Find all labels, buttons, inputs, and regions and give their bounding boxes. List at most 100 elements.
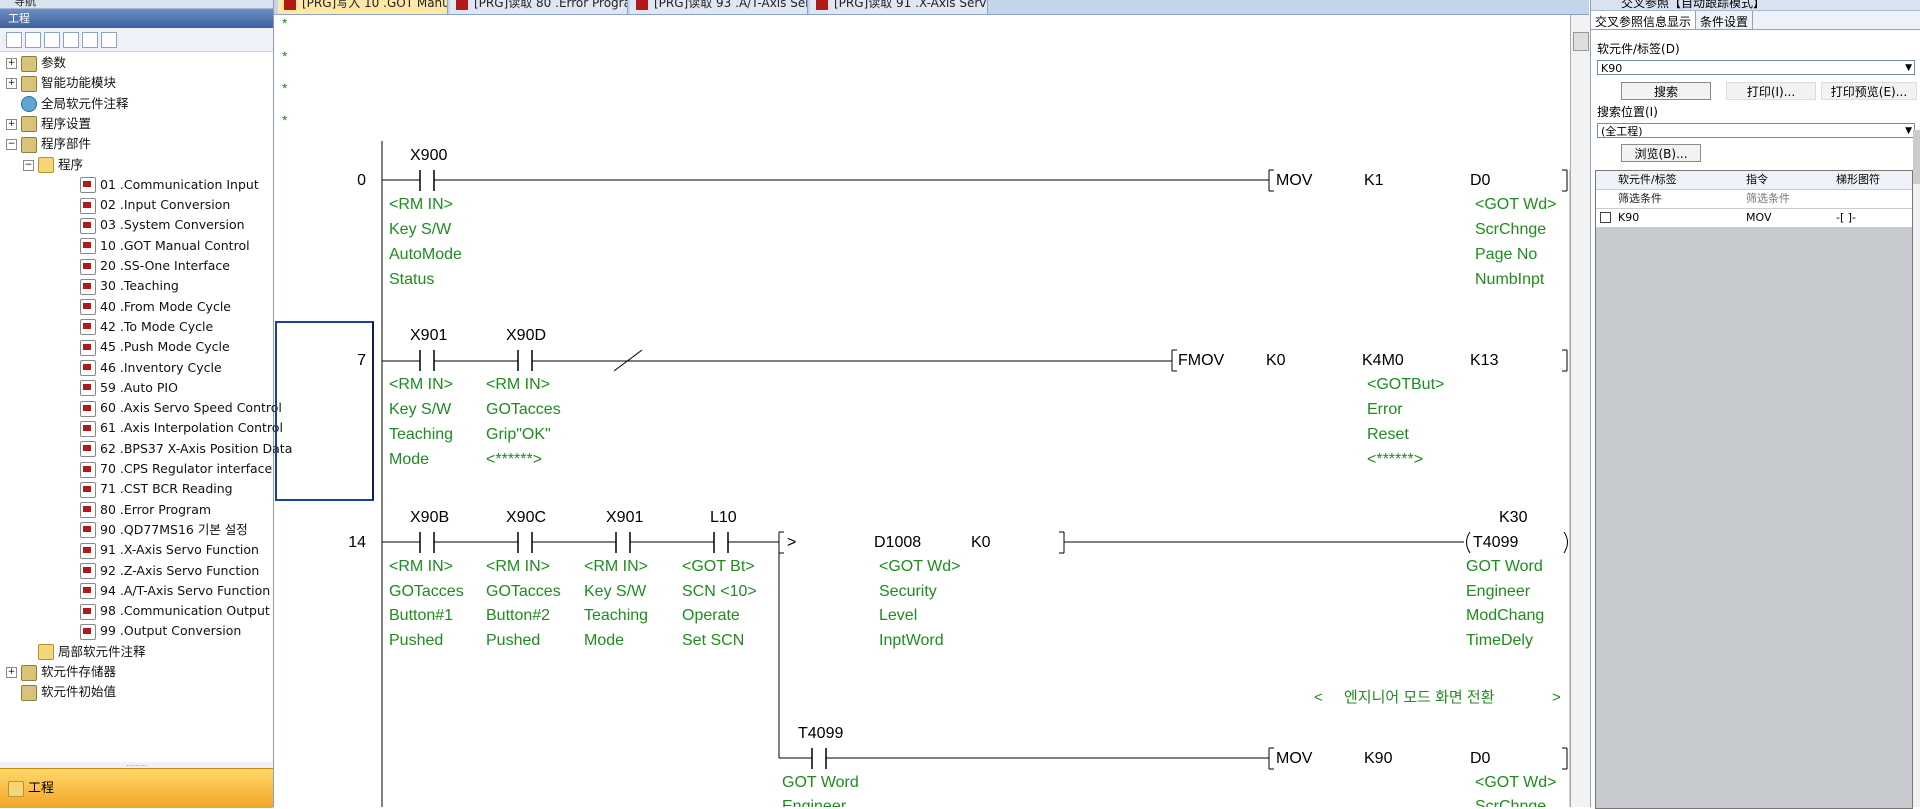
contact-device[interactable]: X90B xyxy=(410,509,449,526)
compare-operator[interactable]: > xyxy=(787,534,796,551)
column-header[interactable]: 指令 xyxy=(1746,173,1768,186)
contact-device[interactable]: X901 xyxy=(606,509,643,526)
tree-item[interactable]: 30 .Teaching xyxy=(40,276,179,296)
contact-device[interactable]: X901 xyxy=(410,327,447,344)
tree-item[interactable]: 61 .Axis Interpolation Control xyxy=(40,418,283,438)
contact-device[interactable]: X90D xyxy=(506,327,546,344)
tab-condition-settings[interactable]: 条件设置 xyxy=(1696,11,1754,29)
rung-14[interactable]: X90B X90C X901 L10 <RM IN> GOTacces Butt… xyxy=(382,509,1568,807)
cross-ref-scrollbar[interactable] xyxy=(1913,130,1920,807)
tree-item[interactable]: 全局软元件注释 xyxy=(6,94,129,114)
scope-combo[interactable]: (全工程)▼ xyxy=(1597,123,1915,138)
filter-row[interactable]: 筛选条件 筛选条件 xyxy=(1596,190,1912,209)
filter-cell[interactable]: 筛选条件 xyxy=(1746,192,1790,205)
view-options-icon[interactable] xyxy=(101,31,117,48)
print-preview-button[interactable]: 打印预览(E)... xyxy=(1821,82,1917,100)
tree-item[interactable]: +程序设置 xyxy=(6,114,91,134)
panel-resize-grip[interactable]: ......... xyxy=(0,761,273,768)
contact-device[interactable]: L10 xyxy=(710,509,737,526)
expand-icon[interactable]: + xyxy=(6,667,17,678)
tree-item[interactable]: 94 .A/T-Axis Servo Function xyxy=(40,581,270,601)
column-header[interactable]: 梯形图符 xyxy=(1836,173,1880,186)
scrollbar-thumb[interactable] xyxy=(1573,32,1589,51)
tree-item[interactable]: 70 .CPS Regulator interface xyxy=(40,459,272,479)
tree-item[interactable]: 42 .To Mode Cycle xyxy=(40,317,213,337)
expand-icon[interactable]: + xyxy=(6,118,17,130)
instruction-mov[interactable]: MOV xyxy=(1276,750,1313,767)
operand[interactable]: D1008 xyxy=(874,534,921,551)
tree-item[interactable]: −程序部件 xyxy=(6,134,91,154)
tree-item[interactable]: 45 .Push Mode Cycle xyxy=(40,337,230,357)
instruction-mov[interactable]: MOV xyxy=(1276,172,1313,189)
tree-item[interactable]: 02 .Input Conversion xyxy=(40,195,230,215)
coil-device[interactable]: T4099 xyxy=(1473,534,1518,551)
expand-icon[interactable]: + xyxy=(6,78,17,90)
device-combo[interactable]: K90▼ xyxy=(1597,60,1915,75)
contact-device[interactable]: X900 xyxy=(410,147,447,164)
tree-item[interactable]: 98 .Communication Output xyxy=(40,601,270,621)
scrollbar-thumb[interactable] xyxy=(1913,130,1920,184)
paste-icon[interactable] xyxy=(44,31,60,48)
tree-item[interactable]: 01 .Communication Input xyxy=(40,175,259,195)
tab-got-manual[interactable]: [PRG]写入 10 .GOT Manu... xyxy=(278,0,448,14)
operand[interactable]: K90 xyxy=(1364,750,1393,767)
tree-item[interactable]: 92 .Z-Axis Servo Function xyxy=(40,561,259,581)
contact-device[interactable]: X90C xyxy=(506,509,546,526)
tree-item[interactable]: −程序 xyxy=(23,155,83,175)
tree-item[interactable]: 46 .Inventory Cycle xyxy=(40,358,222,378)
cursor-selection[interactable] xyxy=(275,321,374,501)
contact-device[interactable]: T4099 xyxy=(798,725,843,742)
search-button[interactable]: 搜索 xyxy=(1621,82,1711,100)
new-item-icon[interactable] xyxy=(6,31,22,48)
refresh-icon[interactable] xyxy=(82,31,98,48)
cross-ref-table[interactable]: 软元件/标签 指令 梯形图符 筛选条件 筛选条件 K90 MOV -[ ]- xyxy=(1595,170,1913,809)
ladder-diagram[interactable]: * * * * 0 7 14 X900 <RM IN> Key S/W Auto… xyxy=(274,15,1570,807)
rung-7[interactable]: X901 X90D <RM IN> Key S/W Teaching Mode … xyxy=(382,327,1568,468)
timer-setvalue[interactable]: K30 xyxy=(1499,509,1528,526)
tree-item[interactable]: 03 .System Conversion xyxy=(40,215,245,235)
tree-item[interactable]: 71 .CST BCR Reading xyxy=(40,479,233,499)
tree-item[interactable]: 10 .GOT Manual Control xyxy=(40,236,250,256)
browse-button[interactable]: 浏览(B)... xyxy=(1621,144,1701,162)
tree-item[interactable]: +参数 xyxy=(6,53,66,73)
operand[interactable]: K13 xyxy=(1470,352,1499,369)
tree-item[interactable]: 40 .From Mode Cycle xyxy=(40,297,231,317)
print-button[interactable]: 打印(I)... xyxy=(1726,82,1816,100)
operand[interactable]: K0 xyxy=(971,534,991,551)
operand[interactable]: D0 xyxy=(1470,750,1491,767)
operand[interactable]: K0 xyxy=(1266,352,1286,369)
rung-0[interactable]: X900 <RM IN> Key S/W AutoMode Status MOV… xyxy=(382,147,1568,288)
nav-bottom-tab[interactable]: 工程 xyxy=(0,768,273,808)
collapse-icon[interactable]: − xyxy=(6,139,17,151)
tree-item[interactable]: 59 .Auto PIO xyxy=(40,378,178,398)
tab-at-axis-servo[interactable]: [PRG]读取 93 .A/T-Axis Servo ... xyxy=(630,0,808,14)
collapse-icon[interactable]: − xyxy=(23,159,34,171)
tree-item[interactable]: 90 .QD77MS16 기본 설정 xyxy=(40,520,248,540)
copy-icon[interactable] xyxy=(25,31,41,48)
tree-item[interactable]: +软元件存储器 xyxy=(6,662,116,682)
tree-item[interactable]: +智能功能模块 xyxy=(6,73,116,93)
column-header[interactable]: 软元件/标签 xyxy=(1618,173,1677,186)
tree-item[interactable]: 91 .X-Axis Servo Function xyxy=(40,540,259,560)
tree-item[interactable]: 80 .Error Program xyxy=(40,500,211,520)
tab-error-program[interactable]: [PRG]读取 80 .Error Program (... xyxy=(450,0,628,14)
instruction-fmov[interactable]: FMOV xyxy=(1178,352,1225,369)
table-row[interactable]: K90 MOV -[ ]- xyxy=(1596,209,1912,228)
tree-item[interactable]: 软元件初始值 xyxy=(6,682,116,702)
filter-cell[interactable]: 筛选条件 xyxy=(1618,192,1662,205)
expand-icon[interactable]: + xyxy=(6,58,17,69)
operand[interactable]: D0 xyxy=(1470,172,1491,189)
dropdown-arrow-icon[interactable]: ▼ xyxy=(1905,63,1912,73)
dropdown-arrow-icon[interactable]: ▼ xyxy=(1905,126,1912,136)
operand[interactable]: K4M0 xyxy=(1362,352,1404,369)
tab-x-axis-servo[interactable]: [PRG]读取 91 .X-Axis Servo Fu... xyxy=(810,0,988,14)
tree-item[interactable]: 99 .Output Conversion xyxy=(40,621,241,641)
ladder-vertical-scrollbar[interactable] xyxy=(1570,15,1590,807)
tree-item[interactable]: 62 .BPS37 X-Axis Position Data xyxy=(40,439,292,459)
operand[interactable]: K1 xyxy=(1364,172,1384,189)
properties-icon[interactable] xyxy=(63,31,79,48)
tree-item[interactable]: 20 .SS-One Interface xyxy=(40,256,230,276)
tab-cross-ref-display[interactable]: 交叉参照信息显示 xyxy=(1591,11,1697,29)
tree-item[interactable]: 局部软元件注释 xyxy=(23,642,146,662)
